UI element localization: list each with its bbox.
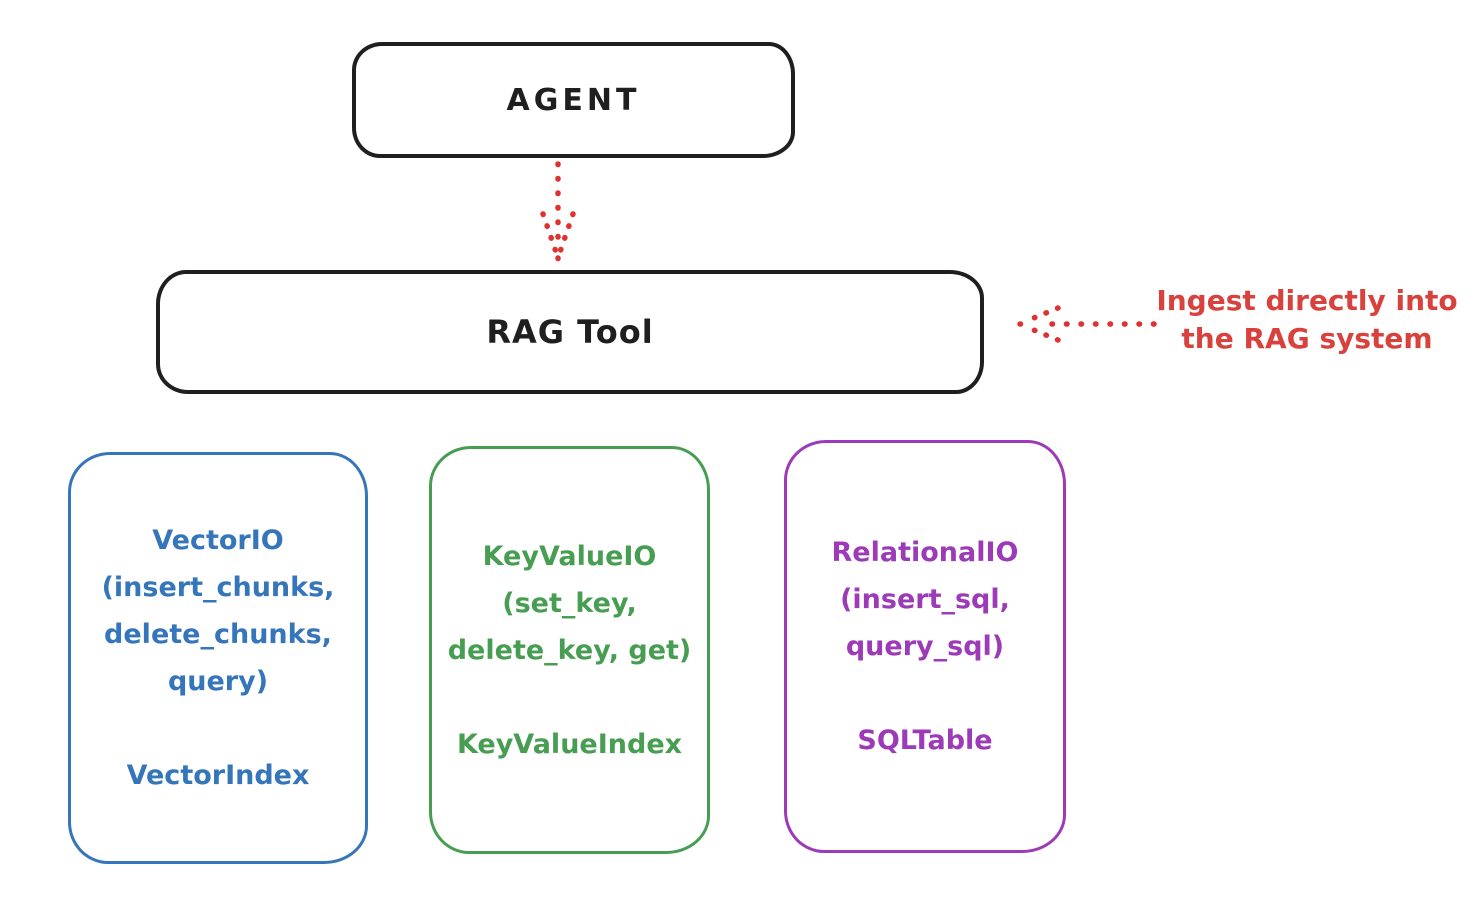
vector-io-box: VectorIO (insert_chunks, delete_chunks, …	[68, 452, 368, 864]
ingest-annotation: Ingest directly into the RAG system	[1140, 282, 1474, 358]
relational-io-box: RelationalIO (insert_sql, query_sql) SQL…	[784, 440, 1066, 853]
agent-label: AGENT	[506, 82, 641, 118]
ingest-annotation-line2: the RAG system	[1181, 322, 1433, 355]
relational-io-signature: RelationalIO (insert_sql, query_sql)	[831, 537, 1019, 662]
vector-io-signature: VectorIO (insert_chunks, delete_chunks, …	[101, 525, 335, 697]
keyvalue-index-label: KeyValueIndex	[456, 728, 683, 760]
sql-table-label: SQLTable	[857, 725, 993, 756]
rag-tool-box: RAG Tool	[156, 270, 984, 394]
ingest-arrow	[1017, 305, 1157, 343]
vector-index-label: VectorIndex	[126, 760, 310, 791]
keyvalue-io-signature: KeyValueIO (set_key, delete_key, get)	[447, 540, 692, 666]
keyvalue-io-box: KeyValueIO (set_key, delete_key, get) Ke…	[429, 446, 710, 854]
ingest-annotation-line1: Ingest directly into	[1156, 284, 1458, 317]
agent-to-rag-arrow	[540, 161, 576, 262]
rag-tool-label: RAG Tool	[486, 313, 654, 351]
agent-box: AGENT	[352, 42, 795, 158]
